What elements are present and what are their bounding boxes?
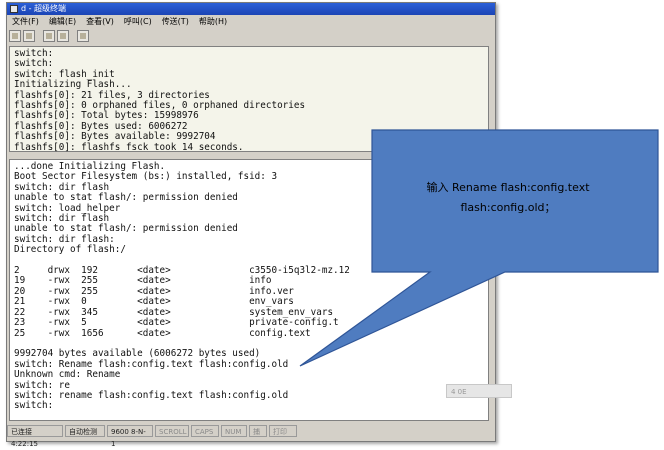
callout-line-1: 输入 Rename flash:config.text [426,181,590,194]
status-port: 9600 8-N-1 [107,425,153,448]
status-caps: CAPS [191,425,219,437]
callout-line-2: flash:config.old； [460,201,556,214]
menu-help[interactable]: 帮助(H) [198,17,228,26]
call-icon[interactable] [43,30,55,42]
faded-label: 4 0E [446,384,512,398]
open-icon[interactable] [23,30,35,42]
status-print: 打印 [269,425,297,437]
toolbar [9,30,89,44]
callout-text: 输入 Rename flash:config.text flash:config… [376,178,640,218]
terminal-main-text: ...done Initializing Flash. Boot Sector … [14,161,350,412]
terminal-top-text: switch: switch: switch: flash_init Initi… [14,48,306,153]
menu-edit[interactable]: 编辑(E) [48,17,77,26]
callout-shape [299,129,659,367]
properties-icon[interactable] [77,30,89,42]
window-title: d - 超级终端 [21,4,67,13]
status-capture: 捕 [249,425,267,437]
status-scroll: SCROLL [155,425,189,437]
menu-bar: 文件(F) 编辑(E) 查看(V) 呼叫(C) 传送(T) 帮助(H) [7,16,495,28]
status-bar: 已连接 4:22:15 自动检测 9600 8-N-1 SCROLL CAPS … [7,425,495,448]
new-connection-icon[interactable] [9,30,21,42]
app-icon [10,5,18,13]
menu-call[interactable]: 呼叫(C) [123,17,152,26]
menu-view[interactable]: 查看(V) [86,17,114,26]
status-num: NUM [221,425,247,437]
menu-file[interactable]: 文件(F) [12,17,39,26]
status-connected: 已连接 4:22:15 [7,425,63,448]
menu-transfer[interactable]: 传送(T) [161,17,189,26]
disconnect-icon[interactable] [57,30,69,42]
status-detect: 自动检测 [65,425,105,437]
title-bar: d - 超级终端 [7,3,495,15]
